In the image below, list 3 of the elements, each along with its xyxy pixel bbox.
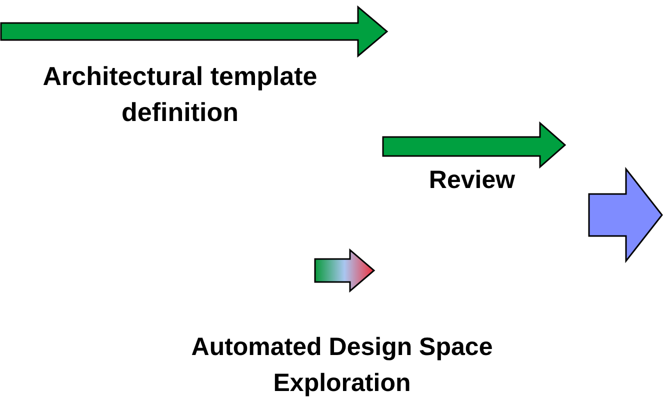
step-label: Architectural template definition — [42, 60, 318, 129]
step-label: Review — [428, 165, 516, 196]
step-label: Automated Design Space Exploration — [190, 332, 494, 399]
